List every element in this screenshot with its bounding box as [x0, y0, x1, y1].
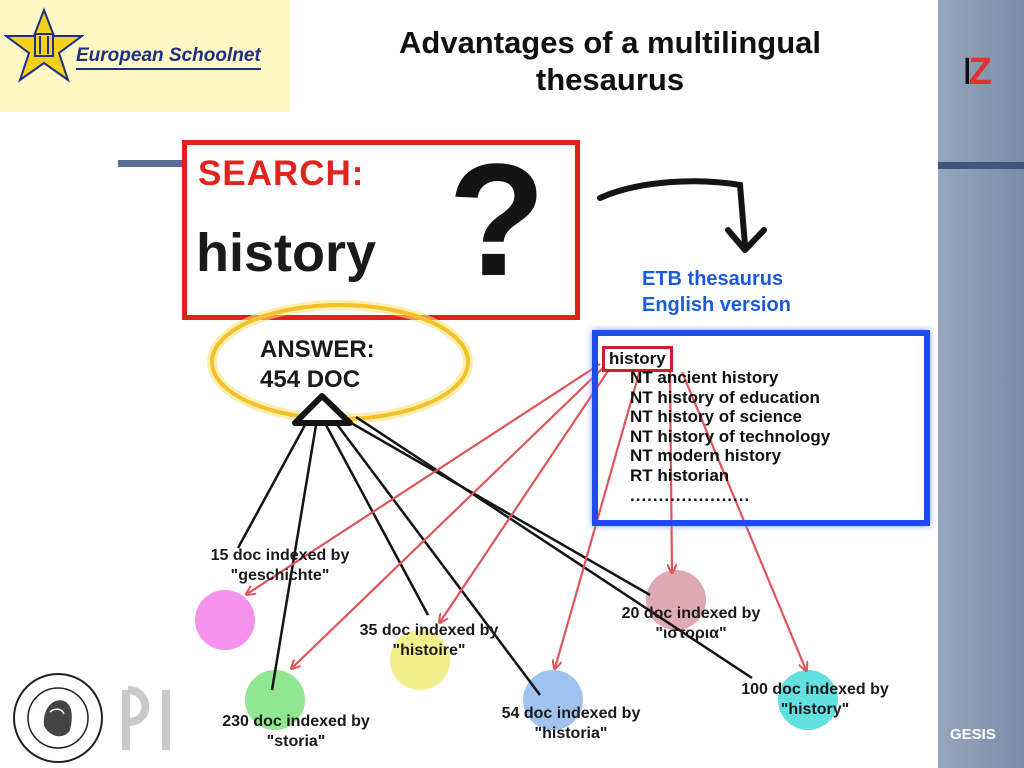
thesaurus-term: history [602, 346, 673, 372]
thesaurus-ellipsis: ..................... [630, 486, 751, 505]
line-to-geschichte [236, 424, 307, 549]
search-label: SEARCH: [198, 154, 365, 193]
gesis-label: GESIS [950, 726, 996, 743]
european-schoolnet-logo: European Schoolnet [0, 0, 290, 112]
result-label-istoria: 20 doc indexed by "ιστορια" [621, 605, 761, 642]
result-label-historia: 54 doc indexed by "historia" [501, 705, 641, 742]
answer-line-2: 454 DOC [260, 366, 361, 393]
slide-title: Advantages of a multilingual thesaurus [300, 24, 920, 98]
result-label-storia: 230 doc indexed by "storia" [222, 713, 370, 750]
thesaurus-relation: RT historian [630, 466, 730, 485]
iz-logo: IZ [962, 51, 992, 93]
thesaurus-relation: NT modern history [630, 446, 782, 465]
circle-storia [245, 670, 305, 730]
search-box [182, 140, 580, 320]
thesaurus-relation: NT history of science [630, 407, 802, 426]
pi-logo [122, 686, 170, 750]
right-sidebar [938, 0, 1024, 768]
thesaurus-box [592, 330, 930, 526]
humboldt-university-seal [13, 673, 103, 763]
line-to-historia [335, 422, 541, 696]
circle-geschichte [195, 590, 255, 650]
star-logo-icon [4, 7, 84, 83]
thesaurus-title: ETB thesaurus English version [642, 266, 791, 318]
thesaurus-title-line-1: ETB thesaurus [642, 268, 784, 290]
line-to-history [355, 415, 753, 680]
title-line-2: thesaurus [535, 62, 685, 97]
result-label-histoire: 35 doc indexed by "histoire" [359, 622, 499, 659]
line-to-histoire [324, 424, 430, 616]
red-arrow-storia [292, 365, 606, 668]
divider-left [118, 160, 188, 167]
result-label-history: 100 doc indexed by "history" [741, 681, 889, 718]
red-arrow-istoria [670, 371, 672, 572]
answer-links [236, 415, 753, 696]
red-arrow-geschichte [247, 363, 601, 594]
answer-line-1: ANSWER: [260, 336, 375, 363]
thesaurus-relation: NT history of education [630, 388, 820, 407]
thesaurus-relation: NT ancient history [630, 368, 779, 387]
search-term: history [196, 223, 377, 283]
diagram-canvas [13, 178, 838, 763]
answer-text: ANSWER: 454 DOC [260, 335, 375, 395]
line-to-istoria [345, 418, 651, 597]
question-mark: ? [448, 130, 546, 309]
result-label-geschichte: 15 doc indexed by "geschichte" [210, 547, 350, 584]
title-line-1: Advantages of a multilingual [399, 25, 821, 60]
answer-triangle [292, 393, 353, 426]
circle-historia [523, 670, 583, 730]
thesaurus-relation: NT history of technology [630, 427, 831, 446]
circle-istoria [646, 570, 706, 630]
circle-history [778, 670, 838, 730]
line-to-storia [270, 424, 318, 691]
curved-arrow-head-icon [725, 227, 767, 253]
red-arrow-histoire [440, 367, 611, 622]
org-name: European Schoolnet [76, 45, 261, 70]
curved-arrow [597, 178, 748, 248]
circle-histoire [390, 630, 450, 690]
thesaurus-title-line-2: English version [642, 294, 791, 316]
divider-right [938, 162, 1024, 169]
